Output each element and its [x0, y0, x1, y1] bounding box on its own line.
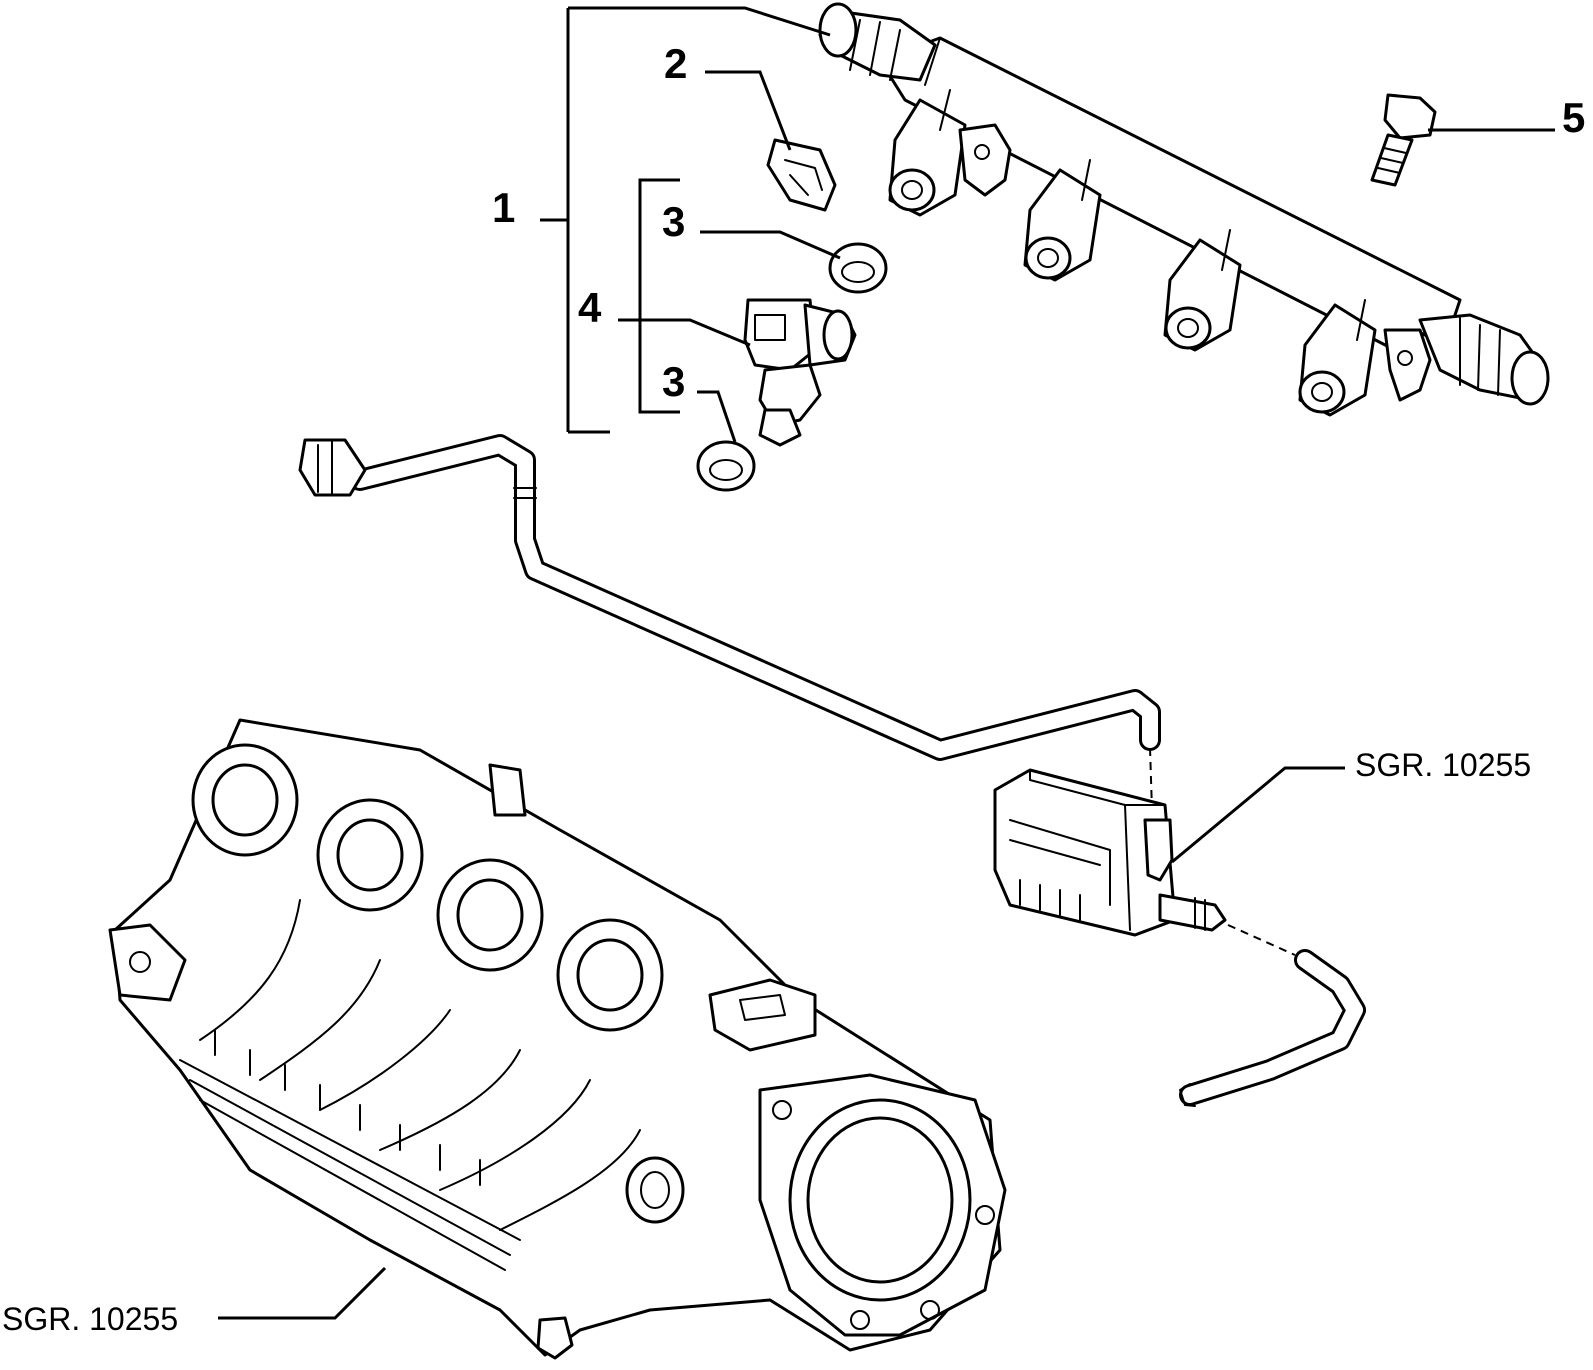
o-ring-upper [828, 242, 888, 294]
o-ring-lower [696, 440, 756, 492]
runner-port-3 [436, 858, 544, 972]
rail-cup-3 [1163, 238, 1242, 352]
fuel-rail [818, 2, 1550, 417]
fuel-injector [743, 298, 857, 447]
solenoid-valve [993, 768, 1227, 937]
callout-2: 2 [664, 40, 687, 87]
runner-port-1 [191, 743, 299, 857]
runner-port-2 [316, 798, 424, 912]
lower-vacuum-hose [1179, 949, 1366, 1107]
callout-leaders [218, 6, 1555, 1320]
callout-1: 1 [492, 184, 515, 231]
runner-port-4 [556, 918, 664, 1032]
ref-label-solenoid: SGR. 10255 [1355, 747, 1531, 783]
callout-4: 4 [578, 284, 602, 331]
bolt [1370, 93, 1437, 187]
ref-label-manifold: SGR. 10255 [2, 1301, 178, 1337]
intake-manifold [108, 718, 1007, 1360]
clip [766, 138, 837, 212]
rail-cup-2 [1023, 168, 1102, 282]
callout-3-upper: 3 [662, 198, 685, 245]
callout-5: 5 [1562, 94, 1585, 141]
rail-cup-1 [888, 98, 967, 217]
callout-3-lower: 3 [662, 358, 685, 405]
vacuum-hose [298, 434, 1161, 761]
rail-cup-4 [1298, 303, 1377, 417]
